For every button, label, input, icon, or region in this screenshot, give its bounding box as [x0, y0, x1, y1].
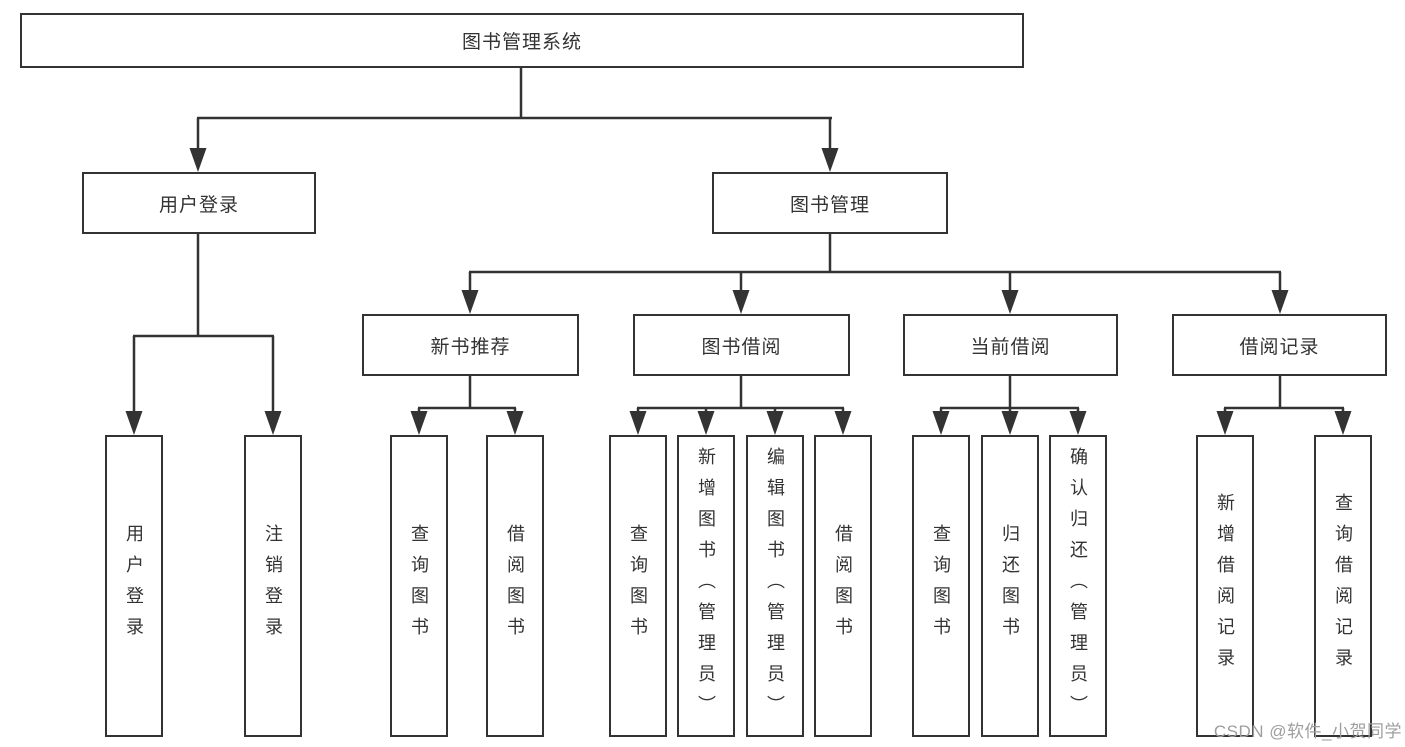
leaf-borrow-book-label: 借阅图书 [833, 524, 853, 648]
leaf-query-book-recommend-label: 查询图书 [409, 524, 429, 648]
node-new-book-recommend-label: 新书推荐 [430, 336, 511, 358]
leaf-add-book-admin: 新增图书（管理员） [677, 435, 735, 737]
arrowhead-down-icon [189, 148, 207, 172]
leaf-logout: 注销登录 [244, 435, 302, 737]
leaf-query-book-current: 查询图书 [912, 435, 970, 737]
leaf-edit-book-admin-label: 编辑图书（管理员） [765, 446, 785, 726]
node-borrow-record: 借阅记录 [1172, 314, 1387, 376]
arrowhead-down-icon [461, 290, 479, 314]
leaf-borrow-book-recommend-label: 借阅图书 [505, 524, 525, 648]
leaf-user-login-label: 用户登录 [124, 524, 144, 648]
arrowhead-down-icon [410, 411, 428, 435]
node-book-borrow-label: 图书借阅 [701, 336, 782, 358]
node-book-borrow: 图书借阅 [633, 314, 850, 376]
leaf-query-book-borrow: 查询图书 [609, 435, 667, 737]
arrowhead-down-icon [932, 411, 950, 435]
leaf-return-book: 归还图书 [981, 435, 1039, 737]
arrowhead-down-icon [506, 411, 524, 435]
arrowhead-down-icon [1001, 411, 1019, 435]
leaf-add-book-admin-label: 新增图书（管理员） [696, 446, 716, 726]
arrowhead-down-icon [264, 411, 282, 435]
arrowhead-down-icon [1216, 411, 1234, 435]
node-root-label: 图书管理系统 [461, 32, 582, 53]
node-user-login-label: 用户登录 [158, 194, 239, 216]
leaf-query-book-borrow-label: 查询图书 [628, 524, 648, 648]
leaf-query-borrow-record: 查询借阅记录 [1314, 435, 1372, 737]
node-book-management: 图书管理 [712, 172, 948, 234]
arrowhead-down-icon [697, 411, 715, 435]
node-current-borrow: 当前借阅 [903, 314, 1118, 376]
leaf-borrow-book-recommend: 借阅图书 [486, 435, 544, 737]
node-current-borrow-label: 当前借阅 [970, 336, 1051, 358]
arrowhead-down-icon [1069, 411, 1087, 435]
leaf-query-borrow-record-label: 查询借阅记录 [1333, 493, 1353, 679]
node-book-management-label: 图书管理 [789, 194, 870, 216]
arrowhead-down-icon [1334, 411, 1352, 435]
arrowhead-down-icon [125, 411, 143, 435]
csdn-watermark: CSDN @软件_小贺同学 [1213, 722, 1402, 741]
arrowhead-down-icon [732, 290, 750, 314]
leaf-edit-book-admin: 编辑图书（管理员） [746, 435, 804, 737]
leaf-borrow-book: 借阅图书 [814, 435, 872, 737]
node-root: 图书管理系统 [20, 13, 1024, 68]
node-new-book-recommend: 新书推荐 [362, 314, 579, 376]
leaf-query-book-current-label: 查询图书 [931, 524, 951, 648]
leaf-confirm-return-admin: 确认归还（管理员） [1049, 435, 1107, 737]
leaf-user-login: 用户登录 [105, 435, 163, 737]
leaf-confirm-return-admin-label: 确认归还（管理员） [1068, 446, 1088, 726]
arrowhead-down-icon [821, 148, 839, 172]
arrowhead-down-icon [766, 411, 784, 435]
leaf-logout-label: 注销登录 [263, 524, 283, 648]
leaf-add-borrow-record-label: 新增借阅记录 [1215, 493, 1235, 679]
leaf-add-borrow-record: 新增借阅记录 [1196, 435, 1254, 737]
node-user-login: 用户登录 [82, 172, 316, 234]
leaf-query-book-recommend: 查询图书 [390, 435, 448, 737]
leaf-return-book-label: 归还图书 [1000, 524, 1020, 648]
arrowhead-down-icon [1001, 290, 1019, 314]
arrowhead-down-icon [629, 411, 647, 435]
arrowhead-down-icon [1271, 290, 1289, 314]
arrowhead-down-icon [834, 411, 852, 435]
node-borrow-record-label: 借阅记录 [1239, 336, 1320, 358]
